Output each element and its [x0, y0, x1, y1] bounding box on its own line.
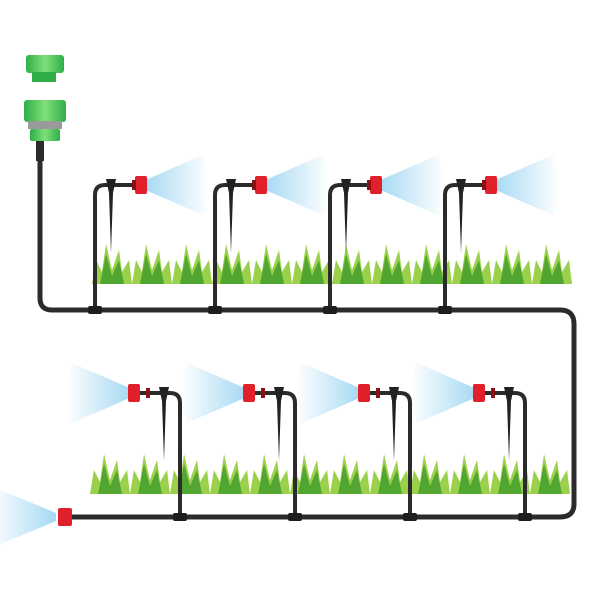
grass-tuft-shade — [500, 254, 524, 284]
red-nozzle — [58, 508, 72, 526]
grass-tuft-shade — [100, 254, 124, 284]
drip-emitter — [323, 155, 444, 314]
tee-connector — [403, 513, 417, 521]
nozzle-collar — [482, 180, 486, 190]
tee-connector — [208, 306, 222, 314]
water-spray — [378, 155, 444, 215]
tee-connector — [173, 513, 187, 521]
grass-tuft-shade — [458, 464, 482, 494]
nozzle-collar — [146, 388, 150, 398]
coupler-base — [30, 129, 60, 141]
water-spray — [66, 363, 132, 423]
riser-tube — [251, 391, 297, 519]
grass-tuft-shade — [220, 254, 244, 284]
red-nozzle — [128, 384, 140, 402]
riser-tube — [328, 183, 374, 312]
nozzle-collar — [376, 388, 380, 398]
water-spray — [296, 363, 362, 423]
drip-emitter — [66, 363, 187, 521]
main-pipe — [37, 157, 577, 520]
end-emitter — [0, 489, 72, 545]
water-spray — [143, 155, 209, 215]
drip-emitter — [208, 155, 329, 314]
water-spray — [181, 363, 247, 423]
grass-tuft-shade — [420, 254, 444, 284]
grass-tuft-shade — [298, 464, 322, 494]
drip-emitter — [181, 363, 302, 521]
red-nozzle — [473, 384, 485, 402]
red-nozzle — [358, 384, 370, 402]
grass-tuft-shade — [218, 464, 242, 494]
grass-tuft-shade — [260, 254, 284, 284]
riser-tube — [213, 183, 259, 312]
stake — [106, 179, 116, 253]
riser-tube — [481, 391, 527, 519]
riser-tube — [136, 391, 182, 519]
tee-connector — [88, 306, 102, 314]
grass-tuft-shade — [180, 254, 204, 284]
red-nozzle — [243, 384, 255, 402]
hose-stub — [36, 141, 44, 161]
grass-tuft-shade — [540, 254, 564, 284]
grass-tuft-shade — [460, 254, 484, 284]
grass-tuft-shade — [340, 254, 364, 284]
stake — [159, 387, 169, 461]
riser-tube — [366, 391, 412, 519]
red-nozzle — [485, 176, 497, 194]
grass-tuft-shade — [258, 464, 282, 494]
red-nozzle — [370, 176, 382, 194]
coupler-ring — [28, 121, 62, 129]
grass-tuft-shade — [380, 254, 404, 284]
riser-tube — [443, 183, 489, 312]
nozzle-collar — [252, 180, 256, 190]
drip-emitter — [88, 155, 209, 314]
emitters — [0, 155, 559, 545]
tee-connector — [518, 513, 532, 521]
nozzle-collar — [261, 388, 265, 398]
connector-nipple — [32, 72, 56, 82]
connector-cap — [26, 55, 64, 73]
drip-emitter — [296, 363, 417, 521]
water-spray — [263, 155, 329, 215]
pipe-line — [37, 157, 577, 520]
tee-connector — [288, 513, 302, 521]
riser-tube — [93, 183, 139, 312]
drip-emitter — [411, 363, 532, 521]
stake — [389, 387, 399, 461]
nozzle-collar — [132, 180, 136, 190]
grass-tuft-shade — [300, 254, 324, 284]
grass-tuft-shade — [418, 464, 442, 494]
water-spray — [411, 363, 477, 423]
water-spray — [493, 155, 559, 215]
tee-connector — [323, 306, 337, 314]
hose-connector-icon — [24, 55, 66, 161]
red-nozzle — [255, 176, 267, 194]
grass-tuft-shade — [140, 254, 164, 284]
grass-tuft-shade — [498, 464, 522, 494]
red-nozzle — [135, 176, 147, 194]
water-spray — [0, 489, 56, 545]
nozzle-collar — [491, 388, 495, 398]
grass-tuft-shade — [98, 464, 122, 494]
grass-tuft-shade — [338, 464, 362, 494]
grass-tuft-shade — [538, 464, 562, 494]
stake — [226, 179, 236, 253]
stake — [456, 179, 466, 253]
grass-tuft-shade — [138, 464, 162, 494]
drip-emitter — [438, 155, 559, 314]
grass-tuft-shade — [178, 464, 202, 494]
stake — [504, 387, 514, 461]
grass-tuft-shade — [378, 464, 402, 494]
quick-coupler — [24, 100, 66, 122]
tee-connector — [438, 306, 452, 314]
grass-layer — [90, 244, 572, 494]
stake — [274, 387, 284, 461]
nozzle-collar — [367, 180, 371, 190]
stake — [341, 179, 351, 253]
